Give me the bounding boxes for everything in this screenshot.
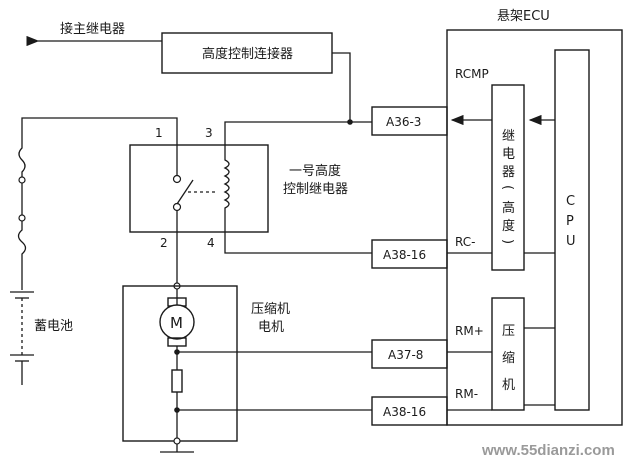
ecu-relay-ch-5: 度 [502, 218, 515, 234]
ecu-relay-ch-3: ( [500, 185, 515, 190]
terminal-a36-3-label: A36-3 [386, 115, 421, 129]
connector-label: 高度控制连接器 [202, 46, 293, 62]
battery-label: 蓄电池 [34, 319, 73, 334]
compressor-label-line1: 压缩机 [251, 301, 290, 317]
pin-4: 4 [207, 236, 215, 250]
terminal-a38-16-top: A38-16 RC- [371, 235, 475, 269]
battery-symbol: 蓄电池 [10, 291, 73, 385]
signal-rc-minus: RC- [455, 235, 475, 249]
terminal-a38-16-bottom-label: A38-16 [383, 405, 426, 419]
switch-contact-lower [172, 202, 182, 212]
terminal-a37-8: A37-8 RM+ [371, 324, 484, 369]
terminal-a38-16-top-label: A38-16 [383, 248, 426, 262]
battery-feed-wire [21, 117, 178, 140]
motor-letter: M [170, 314, 183, 332]
watermark: www.55dianzi.com [481, 442, 615, 459]
relay-name-line2: 控制继电器 [283, 182, 348, 197]
switch-contact-upper [172, 174, 182, 184]
ecu-relay-ch-2: 器 [502, 165, 515, 180]
cpu-u: U [566, 234, 576, 249]
ecu-relay-block: 继 电 器 ( 高 度 ) [491, 84, 525, 271]
ground-symbol [160, 437, 194, 453]
signal-rm-plus: RM+ [455, 324, 484, 338]
pin-1: 1 [155, 126, 163, 140]
connector-wire [332, 52, 351, 122]
compressor-label-line2: 电机 [258, 320, 284, 335]
height-control-relay: 1 3 2 4 一号高度 控制继电器 [129, 126, 348, 250]
ecu-box: 悬架ECU [446, 9, 623, 426]
relay-name-line1: 一号高度 [289, 163, 341, 179]
coil-to-a36-wire [224, 121, 372, 140]
coil-to-a38-wire [224, 240, 372, 254]
switch-blade [176, 179, 194, 205]
ecu-relay-ch-4: 高 [502, 200, 515, 216]
junction-dot-a36 [347, 119, 353, 125]
cpu-p: P [566, 214, 574, 229]
ecu-relay-ch-1: 电 [502, 147, 515, 162]
to-main-relay-label: 接主继电器 [60, 21, 125, 37]
fuse-upper [18, 138, 26, 222]
pin-2: 2 [160, 236, 168, 250]
terminal-a37-8-label: A37-8 [388, 348, 423, 362]
ecu-comp-ch-2: 机 [502, 378, 515, 393]
cpu-c: C [566, 194, 575, 209]
ecu-compressor-block: 压 缩 机 [491, 297, 525, 411]
terminal-a36-3: A36-3 RCMP [371, 67, 489, 136]
ecu-title: 悬架ECU [497, 9, 550, 24]
fuse-lower [17, 221, 27, 290]
motor-icon [159, 304, 195, 340]
ecu-comp-ch-1: 缩 [502, 350, 515, 366]
relay-coil [223, 140, 230, 240]
signal-rm-minus: RM- [455, 387, 478, 401]
ecu-relay-ch-0: 继 [502, 129, 515, 144]
resistor-icon [171, 369, 183, 393]
signal-rcmp: RCMP [455, 67, 489, 81]
cpu-block: C P U [554, 49, 590, 411]
compressor-motor: 压缩机 电机 M [122, 285, 290, 442]
ecu-relay-ch-6: ) [500, 239, 515, 244]
terminal-a38-16-bottom: A38-16 RM- [371, 387, 478, 426]
ecu-comp-ch-0: 压 [502, 324, 515, 339]
pin-3: 3 [205, 126, 213, 140]
height-control-connector: 高度控制连接器 [161, 32, 333, 74]
